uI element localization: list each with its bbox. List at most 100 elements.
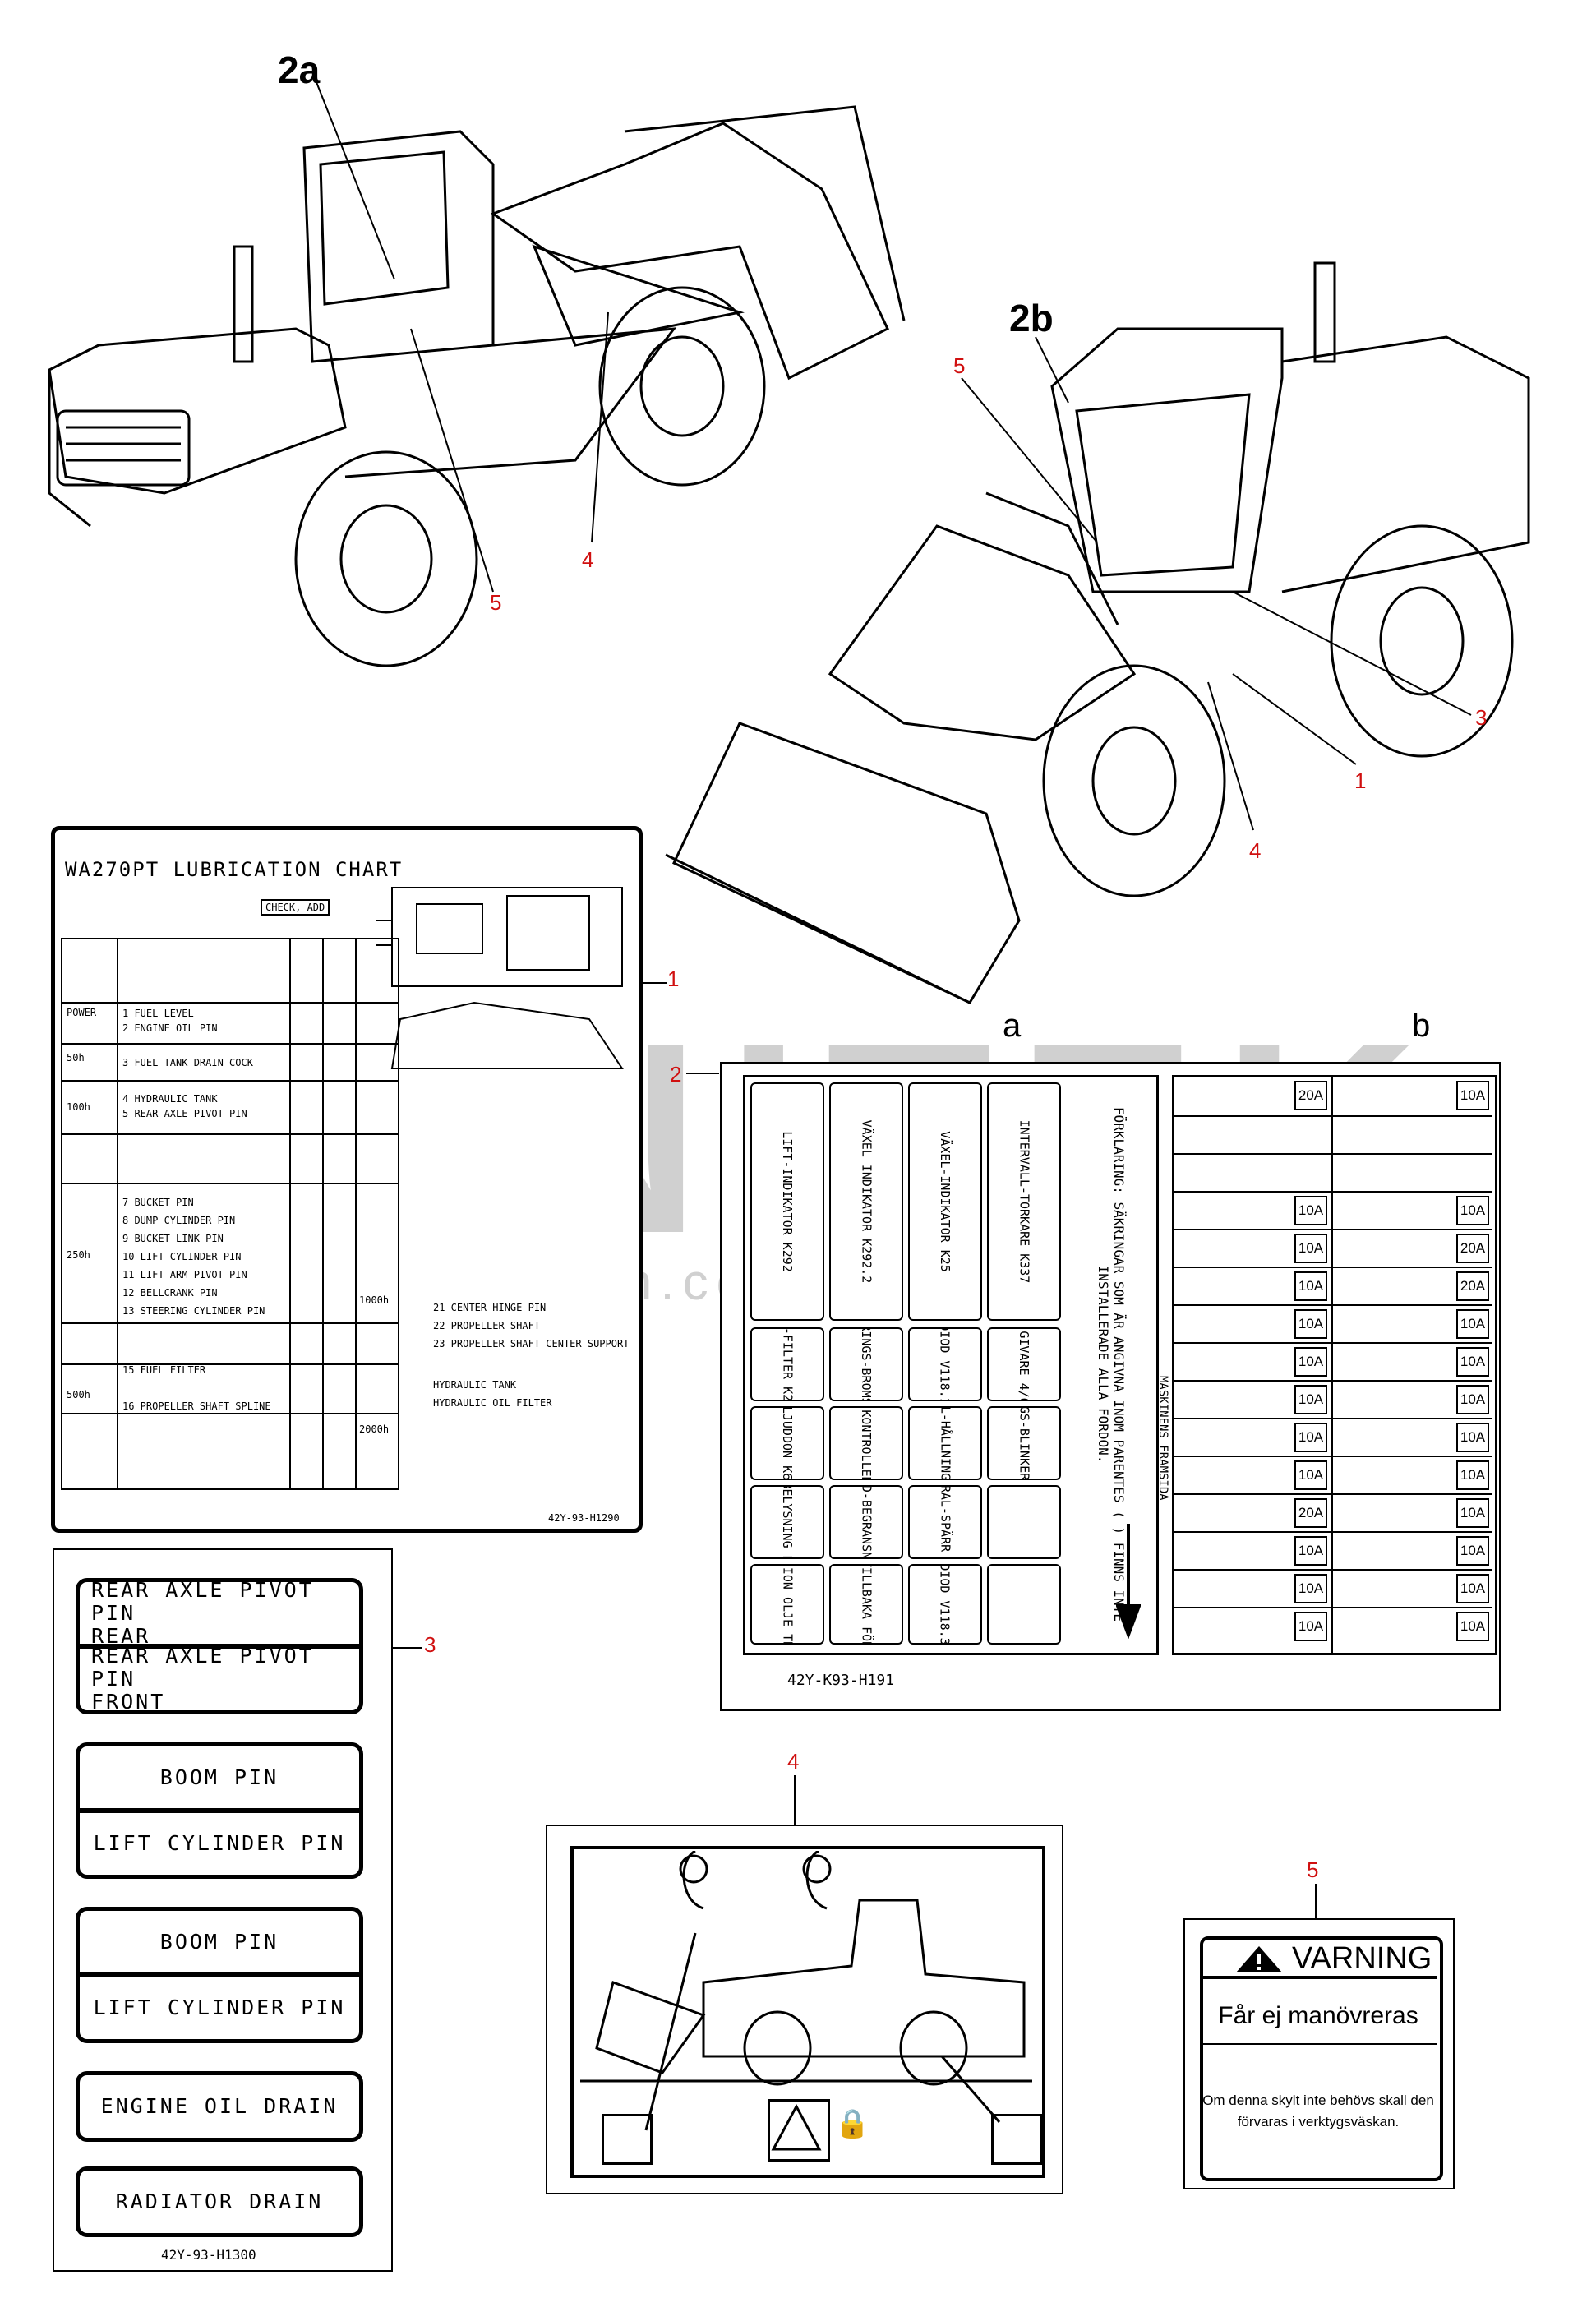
warning-body-line-1: Om denna skylt inte behövs skall den (1202, 2092, 1434, 2108)
fuse-part-no: 42Y-K93-H191 (787, 1672, 895, 1689)
callout-4-left: 4 (582, 547, 594, 572)
fuse-slot (987, 1485, 1061, 1559)
warning-body-line-2: förvaras i verktygsväskan. (1237, 2114, 1400, 2129)
loader-illustrations (48, 81, 1530, 1004)
fuse-slot: VÄXEL-INDIKATOR K25 (908, 1082, 982, 1321)
warning-triangle-icon (1236, 1946, 1282, 1972)
wheel-chock-icon-right (991, 2114, 1042, 2165)
crush-hazard-icon (768, 2099, 830, 2162)
right-loader-drawing (665, 261, 1530, 1004)
chart-item: 8 DUMP CYLINDER PIN (122, 1215, 236, 1226)
callout-5-right: 5 (953, 353, 966, 378)
plate-lift-cylinder-pin: LIFT CYLINDER PIN (76, 1808, 363, 1879)
chart-item: 5 REAR AXLE PIVOT PIN (122, 1108, 247, 1119)
fuse-slot: INTERVALL-TORKARE K337 (987, 1082, 1061, 1321)
chart-item: 15 FUEL FILTER (122, 1364, 206, 1376)
fuse-slot: VÄXEL INDIKATOR K292.2 (829, 1082, 903, 1321)
callout-line-5 (1315, 1884, 1317, 1918)
row-label-500h: 500h (67, 1389, 90, 1400)
plate-boom-pin: BOOM PIN (76, 1742, 363, 1813)
chart-item: 1 FUEL LEVEL (122, 1008, 194, 1019)
row-label-50h: 50h (67, 1052, 85, 1064)
callout-a: a (1003, 1008, 1022, 1044)
chart-title: WA270PT LUBRICATION CHART (65, 858, 404, 881)
chart-item: 4 HYDRAULIC TANK (122, 1093, 218, 1105)
row-label-power: POWER (67, 1007, 97, 1018)
fuse-slot: NEUTRAL-SPÄRR K208 (908, 1485, 982, 1559)
fuse-slot: DIOD V118.1 (908, 1327, 982, 1401)
fuse-slot: PARKERINGS-BROMS K311 (829, 1327, 903, 1401)
callout-1-right: 1 (1354, 768, 1367, 793)
callout-2-fuse: 2 (670, 1062, 682, 1087)
plate-engine-oil-drain: ENGINE OIL DRAIN (76, 2071, 363, 2142)
fuse-slot: LIFT-FILTER K292.1 (750, 1327, 824, 1401)
callout-lines (316, 81, 1472, 831)
chart-item: 7 BUCKET PIN (122, 1197, 194, 1208)
chart-item: 22 PROPELLER SHAFT (433, 1320, 541, 1331)
row-label-1000h: 1000h (359, 1294, 390, 1306)
plate-radiator-drain: RADIATOR DRAIN (76, 2166, 363, 2237)
fuse-grid: LIFT-INDIKATOR K292 LIFT-FILTER K292.1 L… (743, 1075, 1159, 1655)
chart-item: 23 PROPELLER SHAFT CENTER SUPPORT (433, 1338, 630, 1350)
callout-3-plates: 3 (424, 1632, 436, 1657)
chart-item: 9 BUCKET LINK PIN (122, 1233, 224, 1244)
lock-icon: 🔒 (835, 2108, 870, 2139)
fuse-slot: LIFT-INDIKATOR K292 (750, 1082, 824, 1321)
chart-grid (61, 938, 399, 1490)
callout-5-left: 5 (490, 590, 502, 615)
fuse-slot: VARNINGS-BLINKER K10.1 (987, 1406, 1061, 1480)
row-label-250h: 250h (67, 1249, 90, 1261)
callout-line-4 (794, 1775, 796, 1825)
fuse-slot: TRANSMISSION OLJE TRYCK K319 (750, 1564, 824, 1645)
wheel-chock-icon (602, 2114, 653, 2165)
fuse-list-col-2: 10A 10A 20A 20A 10A 10A 10A 10A 10A 10A … (1333, 1077, 1492, 1653)
callout-5-warning: 5 (1307, 1857, 1319, 1882)
warning-label: VARNING Får ej manövreras Om denna skylt… (1183, 1918, 1455, 2189)
fuse-slot: BLINK-GIVARE 4/61 K31 (987, 1327, 1061, 1401)
callout-line-1 (643, 982, 667, 984)
front-arrow-icon (1116, 1524, 1141, 1639)
check-add-label: CHECK, ADD (261, 899, 330, 916)
callout-2b: 2b (1009, 297, 1054, 339)
callout-4-sticker: 4 (787, 1749, 800, 1774)
callout-1-chart: 1 (667, 967, 680, 991)
fuse-list-col-1: 20A 10A 10A 10A 10A 10A 10A 10A 10A 20A … (1174, 1077, 1331, 1653)
callout-2a: 2a (278, 48, 321, 91)
fuse-slot (987, 1564, 1061, 1645)
plate-boom-pin-2: BOOM PIN (76, 1907, 363, 1977)
plate-lift-cylinder-pin-2: LIFT CYLINDER PIN (76, 1972, 363, 2043)
chart-machine-schematic (376, 887, 624, 1069)
chart-part-no: 42Y-93-H1290 (548, 1512, 620, 1524)
chart-item: HYDRAULIC TANK (433, 1379, 517, 1391)
warning-subtitle: Får ej manövreras (1218, 2002, 1418, 2029)
fuse-sticker: LIFT-INDIKATOR K292 LIFT-FILTER K292.1 L… (720, 1062, 1501, 1711)
fuse-slot: DIOD V118.3 (908, 1564, 982, 1645)
chart-item: 21 CENTER HINGE PIN (433, 1302, 547, 1313)
callout-4-right: 4 (1249, 838, 1262, 863)
fuse-slot: ARBETS-BELYSNING BAK K333 (750, 1485, 824, 1559)
chart-item: 16 PROPELLER SHAFT SPLINE (122, 1400, 271, 1412)
row-label-2000h: 2000h (359, 1423, 390, 1435)
plate-rear-axle-rear: REAR AXLE PIVOT PIN REAR (76, 1578, 363, 1649)
safety-sticker: 🔒 (546, 1825, 1063, 2194)
front-arrow-label: MASKINENS FRAMSIDA (1156, 1376, 1169, 1501)
callout-b: b (1412, 1008, 1431, 1044)
loader-pictogram (580, 1851, 1032, 2131)
plates-part-no: 42Y-93-H1300 (161, 2247, 256, 2263)
chart-item: 11 LIFT ARM PIVOT PIN (122, 1269, 247, 1280)
fuse-slot: VARVNINGS-KONTROLLER ALS K310 (829, 1406, 903, 1480)
fuse-list: 20A 10A 10A 10A 10A 10A 10A 10A 10A 20A … (1172, 1075, 1497, 1655)
lubrication-chart: WA270PT LUBRICATION CHART CHECK, ADD (51, 826, 643, 1533)
chart-item: 10 LIFT CYLINDER PIN (122, 1251, 242, 1262)
chart-item: 2 ENGINE OIL PIN (122, 1022, 218, 1034)
warning-title: VARNING (1292, 1941, 1432, 1976)
row-label-100h: 100h (67, 1101, 90, 1113)
plate-rear-axle-front: REAR AXLE PIVOT PIN FRONT (76, 1644, 363, 1714)
fuse-slot: LYFTAND-BEGRANSN. K317 (829, 1485, 903, 1559)
fuse-slot: SKOPANS TILLBAKA FÖRING K209 (829, 1564, 903, 1645)
fuse-slot: LJUDDON K6 (750, 1406, 824, 1480)
left-loader-drawing (48, 105, 906, 667)
callout-line-3 (393, 1647, 422, 1649)
callout-3-right: 3 (1475, 705, 1488, 730)
chart-item: HYDRAULIC OIL FILTER (433, 1397, 552, 1409)
